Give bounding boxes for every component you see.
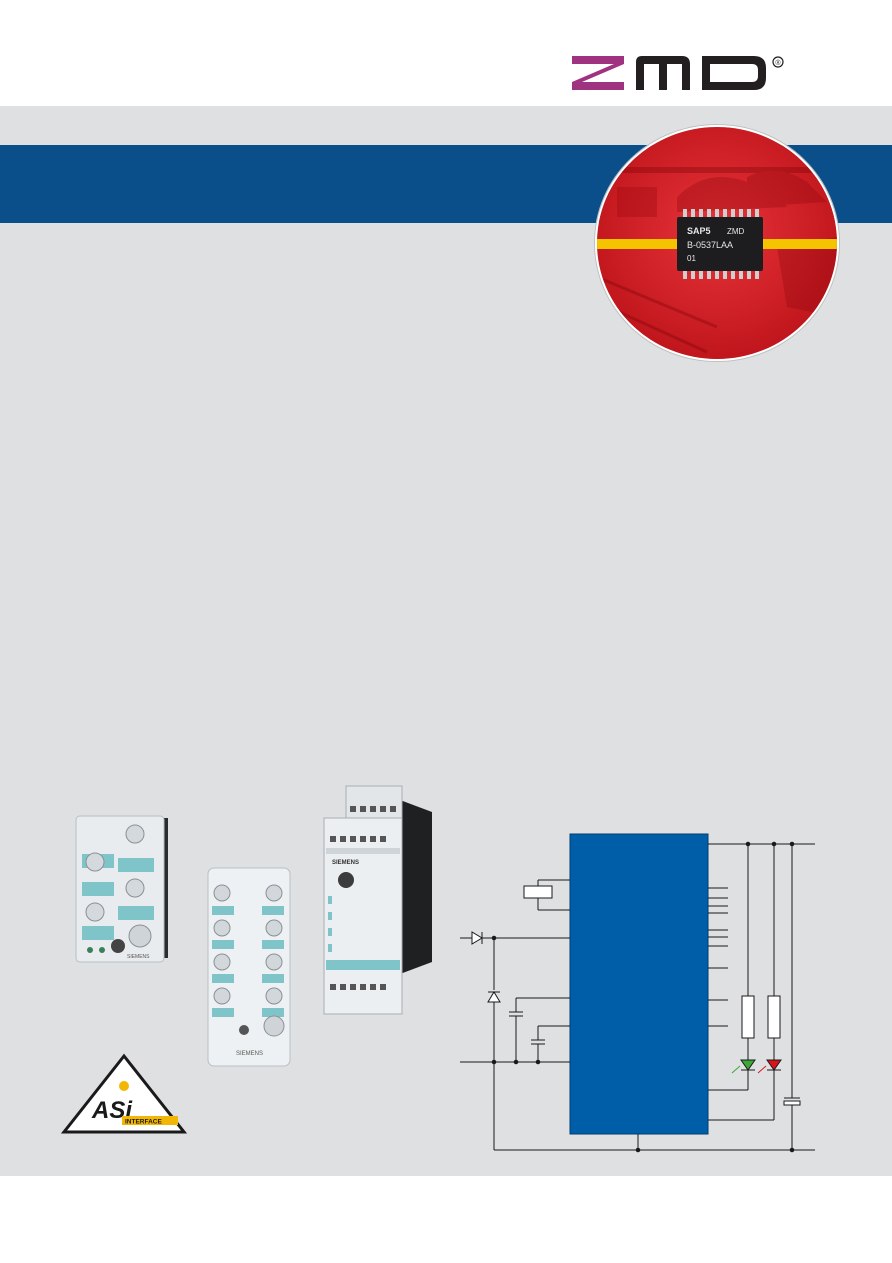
registered-icon — [772, 56, 784, 68]
device-module-a: SIEMENS — [75, 815, 168, 963]
chip-marking-line3: 01 — [687, 254, 696, 263]
resistor-2 — [767, 995, 781, 1039]
chip-photo: SAP5 ZMD B-0537LAA 01 — [595, 125, 839, 361]
chip-marking-line2: B-0537LAA — [687, 240, 733, 250]
led-red-icon — [766, 1059, 782, 1071]
module-c-brand: SIEMENS — [332, 860, 359, 866]
logo-m-mark — [636, 56, 690, 90]
zener-diode — [487, 991, 501, 1003]
logo-z-mark — [572, 56, 624, 90]
registered-mark: ® — [775, 59, 781, 67]
zmd-logo: ® — [572, 56, 784, 90]
asi-interface-logo: ASi INTERFACE — [60, 1053, 188, 1134]
resistor-1 — [741, 995, 755, 1039]
application-schematic — [460, 833, 815, 1153]
device-module-b: SIEMENS — [207, 867, 291, 1067]
chip-photo-illustration: SAP5 ZMD B-0537LAA 01 — [597, 127, 837, 359]
logo-d-mark — [702, 56, 766, 90]
led-green-icon — [740, 1059, 756, 1071]
module-b-brand: SIEMENS — [236, 1051, 263, 1057]
module-a-brand: SIEMENS — [127, 954, 150, 960]
chip-marking-vendor: ZMD — [727, 227, 745, 236]
crystal-oscillator — [523, 885, 553, 899]
factory-background — [597, 167, 837, 354]
page-header: ® — [0, 0, 892, 106]
chip-package: SAP5 ZMD B-0537LAA 01 — [677, 209, 763, 279]
schematic-ic-block — [569, 833, 709, 1135]
asi-logo-subtext: INTERFACE — [125, 1119, 163, 1126]
device-module-c: SIEMENS — [323, 785, 432, 1015]
chip-marking-line1: SAP5 — [687, 226, 711, 236]
input-diode — [471, 931, 483, 945]
page-footer — [0, 1176, 892, 1263]
asi-logo-dot-icon — [119, 1081, 129, 1091]
